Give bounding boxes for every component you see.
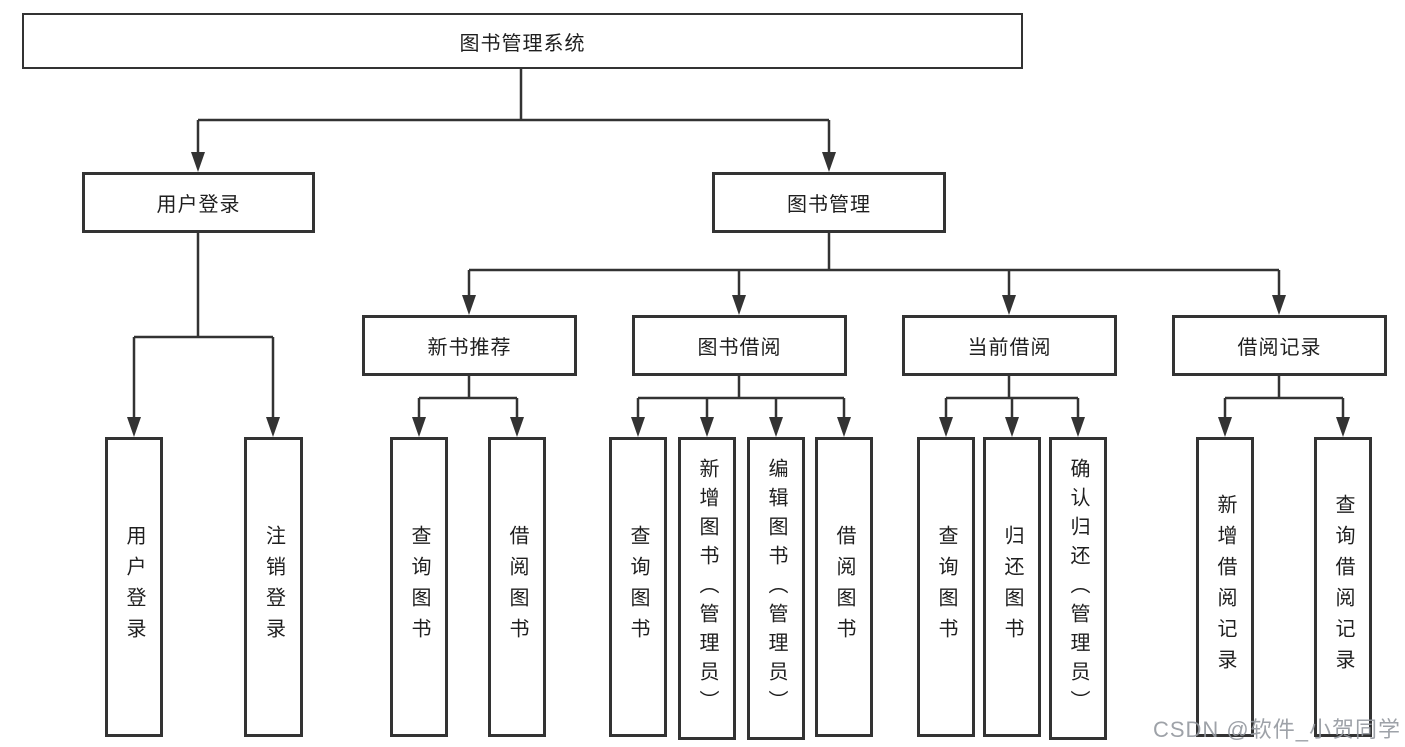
leaf-confirm-return-admin-label: 确认归还（管理员） [1067, 458, 1089, 719]
leaf-add-borrow-record: 新增借阅记录 [1196, 437, 1254, 737]
node-book-management-label: 图书管理 [787, 194, 871, 216]
arrow-down-icon [1218, 417, 1232, 437]
node-user-login: 用户登录 [82, 172, 315, 233]
leaf-borrowing-query-books-label: 查询图书 [627, 525, 649, 649]
leaf-query-borrow-record-label: 查询借阅记录 [1332, 494, 1354, 680]
node-new-book-recommend: 新书推荐 [362, 315, 577, 376]
arrow-down-icon [510, 417, 524, 437]
leaf-return-books: 归还图书 [983, 437, 1041, 737]
node-book-borrowing-label: 图书借阅 [697, 337, 782, 359]
node-user-login-label: 用户登录 [156, 194, 241, 216]
node-book-borrowing: 图书借阅 [632, 315, 847, 376]
arrow-down-icon [769, 417, 783, 437]
leaf-add-borrow-record-label: 新增借阅记录 [1214, 494, 1236, 680]
arrow-down-icon [191, 152, 205, 172]
node-borrow-records: 借阅记录 [1172, 315, 1387, 376]
leaf-query-borrow-record: 查询借阅记录 [1314, 437, 1372, 737]
leaf-edit-books-admin: 编辑图书（管理员） [747, 437, 805, 740]
arrow-down-icon [822, 152, 836, 172]
node-borrow-records-label: 借阅记录 [1237, 337, 1322, 359]
arrow-down-icon [939, 417, 953, 437]
leaf-logout-label: 注销登录 [262, 525, 285, 649]
connector-path [132, 69, 1345, 421]
arrow-down-icon [412, 417, 426, 437]
node-book-management: 图书管理 [712, 172, 946, 233]
leaf-newbook-borrow-books: 借阅图书 [488, 437, 546, 737]
leaf-newbook-query-books: 查询图书 [390, 437, 448, 737]
arrow-down-icon [1272, 295, 1286, 315]
arrow-down-icon [700, 417, 714, 437]
arrow-down-icon [631, 417, 645, 437]
arrow-down-icon [1002, 295, 1016, 315]
arrow-down-icon [837, 417, 851, 437]
arrow-down-icon [462, 295, 476, 315]
leaf-user-login: 用户登录 [105, 437, 163, 737]
node-new-book-recommend-label: 新书推荐 [427, 337, 512, 359]
arrow-down-icon [732, 295, 746, 315]
arrowhead-icons [127, 152, 1350, 437]
leaf-newbook-query-books-label: 查询图书 [408, 525, 430, 649]
leaf-logout: 注销登录 [244, 437, 303, 737]
leaf-newbook-borrow-books-label: 借阅图书 [506, 525, 528, 649]
node-root-label: 图书管理系统 [459, 32, 586, 55]
leaf-borrow-books-label: 借阅图书 [833, 525, 855, 649]
node-current-borrowing: 当前借阅 [902, 315, 1117, 376]
leaf-borrow-books: 借阅图书 [815, 437, 873, 737]
leaf-current-query-books: 查询图书 [917, 437, 975, 737]
arrow-down-icon [1005, 417, 1019, 437]
arrow-down-icon [127, 417, 141, 437]
arrow-down-icon [1336, 417, 1350, 437]
leaf-user-login-label: 用户登录 [123, 525, 145, 649]
leaf-borrowing-query-books: 查询图书 [609, 437, 667, 737]
leaf-return-books-label: 归还图书 [1001, 525, 1023, 649]
node-current-borrowing-label: 当前借阅 [967, 337, 1052, 359]
leaf-add-books-admin-label: 新增图书（管理员） [696, 458, 718, 719]
arrow-down-icon [266, 417, 280, 437]
node-root: 图书管理系统 [22, 13, 1023, 69]
leaf-current-query-books-label: 查询图书 [935, 525, 957, 649]
arrow-down-icon [1071, 417, 1085, 437]
leaf-add-books-admin: 新增图书（管理员） [678, 437, 736, 740]
leaf-edit-books-admin-label: 编辑图书（管理员） [765, 458, 787, 719]
leaf-confirm-return-admin: 确认归还（管理员） [1049, 437, 1107, 740]
watermark: CSDN @软件_小贺同学 [1152, 717, 1401, 742]
